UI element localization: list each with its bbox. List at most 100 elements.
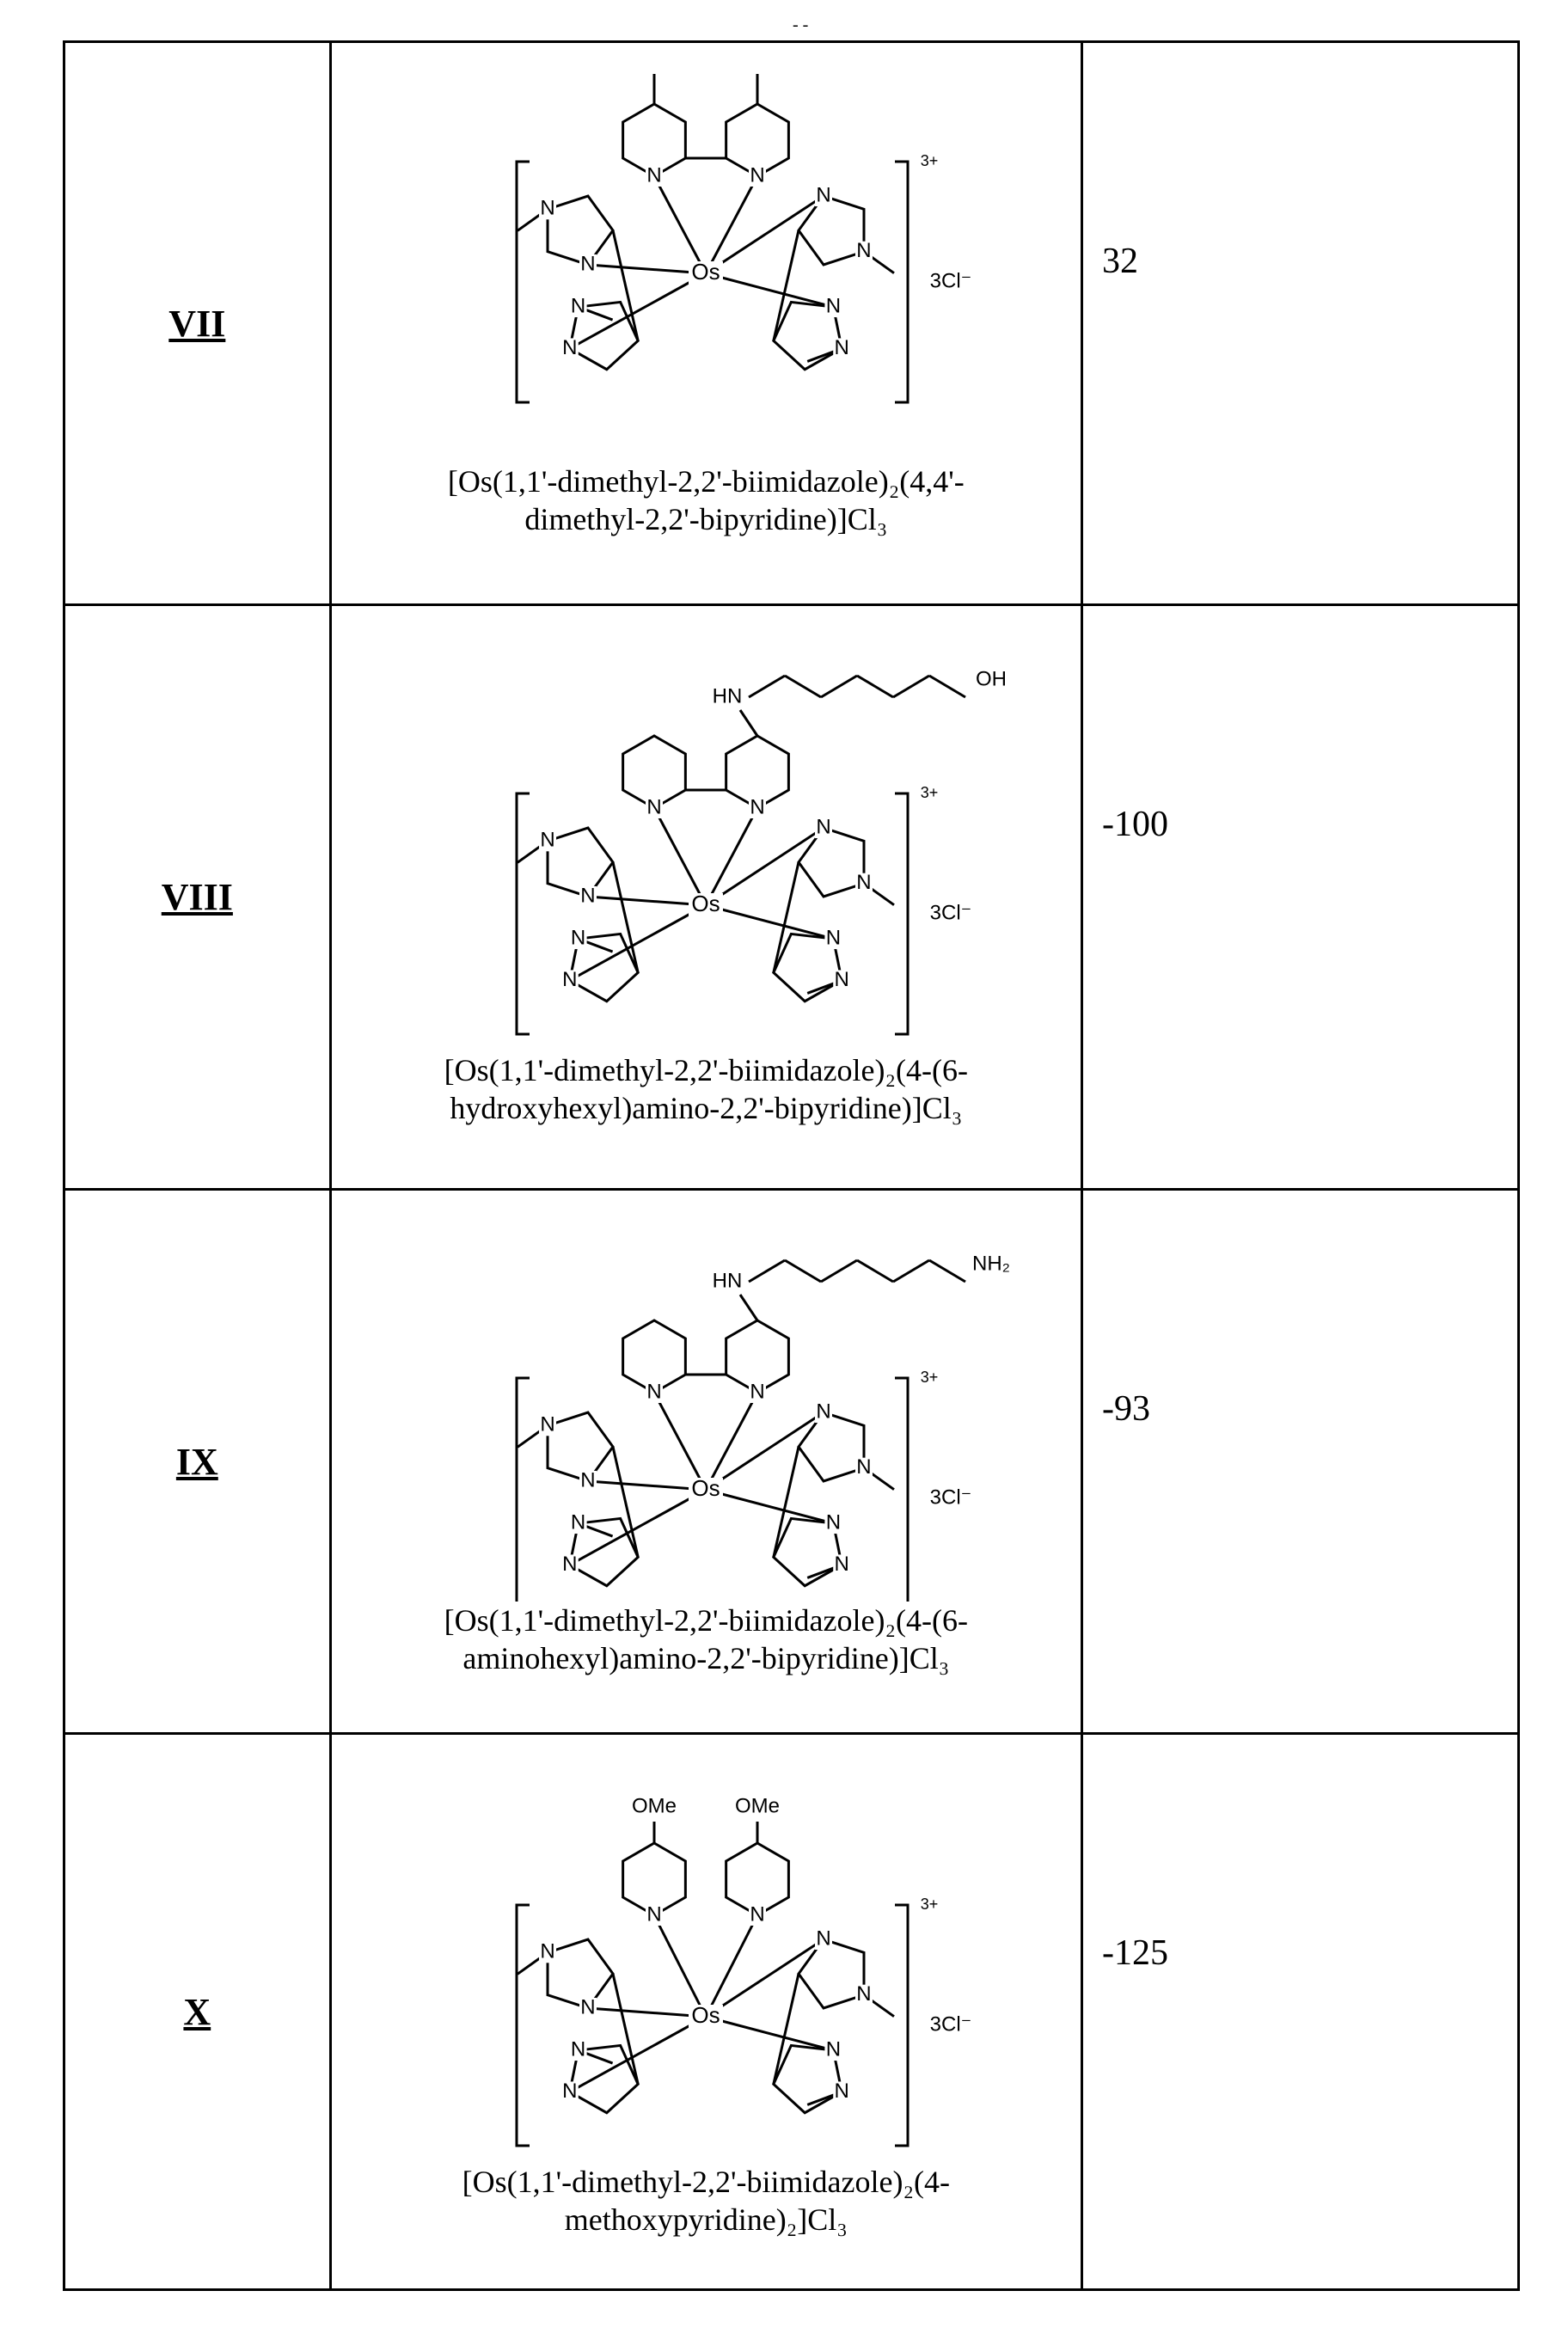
bond <box>706 196 824 273</box>
atom-label: N <box>817 1926 831 1950</box>
bond <box>774 862 799 972</box>
atom-label: N <box>571 1510 585 1534</box>
left-bracket <box>517 793 530 1034</box>
bond <box>706 273 833 307</box>
bond <box>893 676 929 697</box>
atom-label: N <box>571 2037 585 2061</box>
atom-label: N <box>647 1380 662 1403</box>
right-bracket <box>895 1905 908 2146</box>
counterion-label: 3Cl⁻ <box>930 2012 972 2036</box>
atom-label: N <box>835 1553 849 1576</box>
compound-value: -125 <box>1102 1933 1168 1973</box>
charge-label: 3+ <box>921 1896 939 1913</box>
bond <box>774 230 799 340</box>
compound-value: 32 <box>1102 242 1138 281</box>
bond <box>821 1260 857 1282</box>
atom-label: N <box>817 183 831 206</box>
bond <box>774 1974 799 2084</box>
bond <box>706 1412 824 1490</box>
atom-label: N <box>857 871 872 894</box>
metal-label: Os <box>692 1475 720 1501</box>
bond <box>740 710 757 736</box>
atom-label: N <box>647 1902 662 1926</box>
counterion-label: 3Cl⁻ <box>930 1485 972 1509</box>
right-bracket <box>895 793 908 1034</box>
bond <box>774 1447 799 1557</box>
right-bracket <box>895 1378 908 1602</box>
bond <box>588 897 706 905</box>
atom-label: N <box>826 926 841 949</box>
bond <box>706 828 824 905</box>
compound-value: -100 <box>1102 805 1168 844</box>
compound-name: [Os(1,1'-dimethyl-2,2'-biimidazole)₂(4,4… <box>332 462 1081 581</box>
left-bracket <box>517 1905 530 2146</box>
left-bracket <box>517 162 530 402</box>
atom-label: N <box>826 294 841 317</box>
atom-label: N <box>562 2079 577 2103</box>
charge-label: 3+ <box>921 784 939 801</box>
atom-label: N <box>750 1902 765 1926</box>
page-mark: - - <box>793 15 808 35</box>
atom-label: N <box>541 829 555 852</box>
table-row: VII NNNNNNNNNNOs3+3Cl⁻ [Os(1,1'-dimethyl… <box>64 42 1519 605</box>
counterion-label: 3Cl⁻ <box>930 901 972 924</box>
structure-diagram: NNNNNNNNNOMeNOMeOs3+3Cl⁻ <box>379 1750 1032 2163</box>
table-row: VIII NNNNNNNNNNHNOHOs3+3Cl⁻ [Os(1,1'-dim… <box>64 605 1519 1190</box>
atom-label: N <box>750 163 765 187</box>
atom-label: N <box>647 795 662 818</box>
atom-label: N <box>835 968 849 991</box>
amine-label: HN <box>713 684 743 707</box>
bond <box>588 265 706 273</box>
atom-label: N <box>571 926 585 949</box>
left-bracket <box>517 1378 530 1602</box>
atom-label: N <box>581 1995 596 2018</box>
bond <box>740 1295 757 1320</box>
atom-label: N <box>562 968 577 991</box>
atom-label: N <box>541 197 555 220</box>
atom-label: N <box>562 1553 577 1576</box>
atom-label: N <box>581 1468 596 1491</box>
atom-label: N <box>857 239 872 262</box>
structure-diagram: NNNNNNNNNNHNOHOs3+3Cl⁻ <box>379 622 1032 1051</box>
bond <box>706 1490 833 1523</box>
compound-label: X <box>183 1991 211 2033</box>
bond <box>821 676 857 697</box>
atom-label: N <box>857 1455 872 1479</box>
table-row: X NNNNNNNNNOMeNOMeOs3+3Cl⁻ [Os(1,1'-dime… <box>64 1734 1519 2290</box>
amine-label: HN <box>713 1269 743 1292</box>
charge-label: 3+ <box>921 1369 939 1386</box>
metal-label: Os <box>692 259 720 285</box>
atom-label: N <box>835 2079 849 2103</box>
atom-label: N <box>817 1400 831 1423</box>
substituent-label: OH <box>976 667 1007 690</box>
atom-label: N <box>826 2037 841 2061</box>
metal-label: Os <box>692 2002 720 2028</box>
bond <box>613 230 638 340</box>
substituent-label: NH₂ <box>972 1252 1010 1275</box>
atom-label: N <box>647 163 662 187</box>
bond <box>706 905 833 939</box>
bond <box>785 676 821 697</box>
right-bracket <box>895 162 908 402</box>
atom-label: N <box>835 336 849 359</box>
atom-label: N <box>562 336 577 359</box>
bond <box>857 676 893 697</box>
bond <box>929 676 965 697</box>
atom-label: N <box>857 1982 872 2006</box>
atom-label: N <box>817 815 831 838</box>
bond <box>706 1939 824 2017</box>
bond <box>857 1260 893 1282</box>
bond <box>613 862 638 972</box>
atom-label: N <box>581 884 596 907</box>
metal-label: Os <box>692 891 720 916</box>
compound-value: -93 <box>1102 1389 1150 1429</box>
compound-label: IX <box>176 1441 218 1483</box>
atom-label: N <box>750 1380 765 1403</box>
atom-label: N <box>541 1940 555 1963</box>
atom-label: N <box>541 1413 555 1436</box>
counterion-label: 3Cl⁻ <box>930 269 972 292</box>
atom-label: N <box>826 1510 841 1534</box>
bond <box>613 1447 638 1557</box>
charge-label: 3+ <box>921 152 939 169</box>
substituent-label: OMe <box>632 1794 677 1817</box>
